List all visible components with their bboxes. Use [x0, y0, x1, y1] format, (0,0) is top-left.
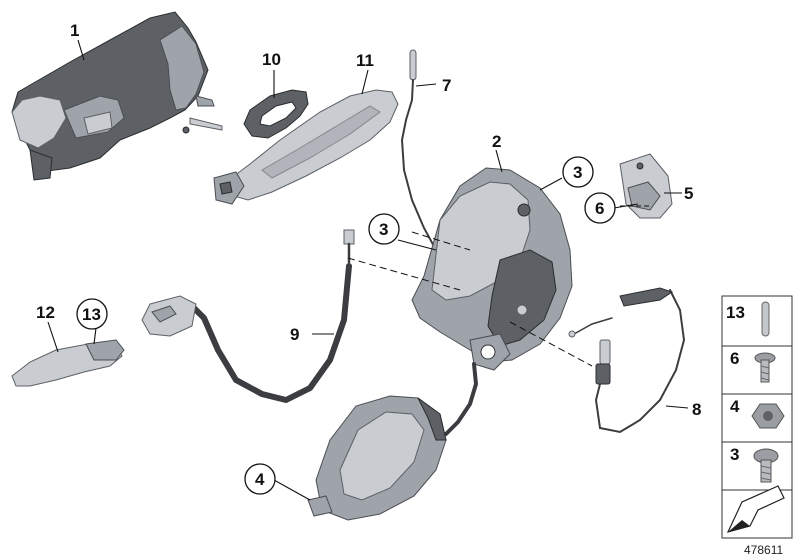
callout-5: 5 [684, 184, 693, 203]
torx-bolt-icon [753, 448, 779, 483]
connecting-cable-9 [141, 229, 355, 404]
callout-10: 10 [262, 50, 281, 69]
hex-nut-icon [751, 403, 785, 429]
exterior-door-handle [213, 89, 399, 205]
callout-3-circle-b [368, 213, 400, 245]
direction-arrow-icon [726, 485, 785, 533]
lock-actuator-motor [307, 362, 479, 521]
bowden-cable [568, 287, 686, 434]
callouts: 1 10 11 7 2 3 5 6 3 12 13 9 8 4 [36, 21, 701, 495]
callout-6-circle [584, 192, 616, 224]
legend-cell-13 [721, 295, 793, 347]
handle-carrier-bracket [11, 11, 223, 181]
pin-icon [761, 301, 770, 337]
callout-3-a: 3 [573, 163, 582, 182]
legend-label-4: 4 [730, 397, 740, 416]
fastener-legend: 13 6 4 3 [721, 295, 793, 539]
door-lock-assembly [411, 167, 573, 371]
callout-13-circle [76, 298, 108, 330]
callout-2: 2 [492, 132, 501, 151]
actuating-rod [400, 49, 437, 251]
callout-7: 7 [442, 76, 451, 95]
leader-lines [47, 39, 689, 501]
legend-label-3: 3 [730, 445, 739, 464]
striker-plate [619, 153, 673, 219]
callout-1: 1 [70, 21, 79, 40]
callout-11: 11 [356, 51, 374, 70]
document-number: 478611 [744, 543, 783, 557]
inner-door-handle [11, 339, 125, 387]
callout-8: 8 [692, 400, 701, 419]
callout-4-circle [244, 463, 276, 495]
callout-6: 6 [595, 199, 604, 218]
callout-3-circle-a [562, 156, 594, 188]
callout-3-b: 3 [379, 220, 388, 239]
legend-cell-6 [721, 345, 793, 395]
handle-gasket [243, 89, 309, 139]
legend-label-6: 6 [730, 349, 739, 368]
callout-4: 4 [255, 470, 265, 489]
torx-screw-icon [754, 352, 776, 383]
legend-cell-3 [721, 441, 793, 491]
callout-13: 13 [82, 305, 101, 324]
legend-label-13: 13 [726, 303, 745, 322]
callout-9: 9 [290, 325, 299, 344]
callout-12: 12 [36, 303, 55, 322]
